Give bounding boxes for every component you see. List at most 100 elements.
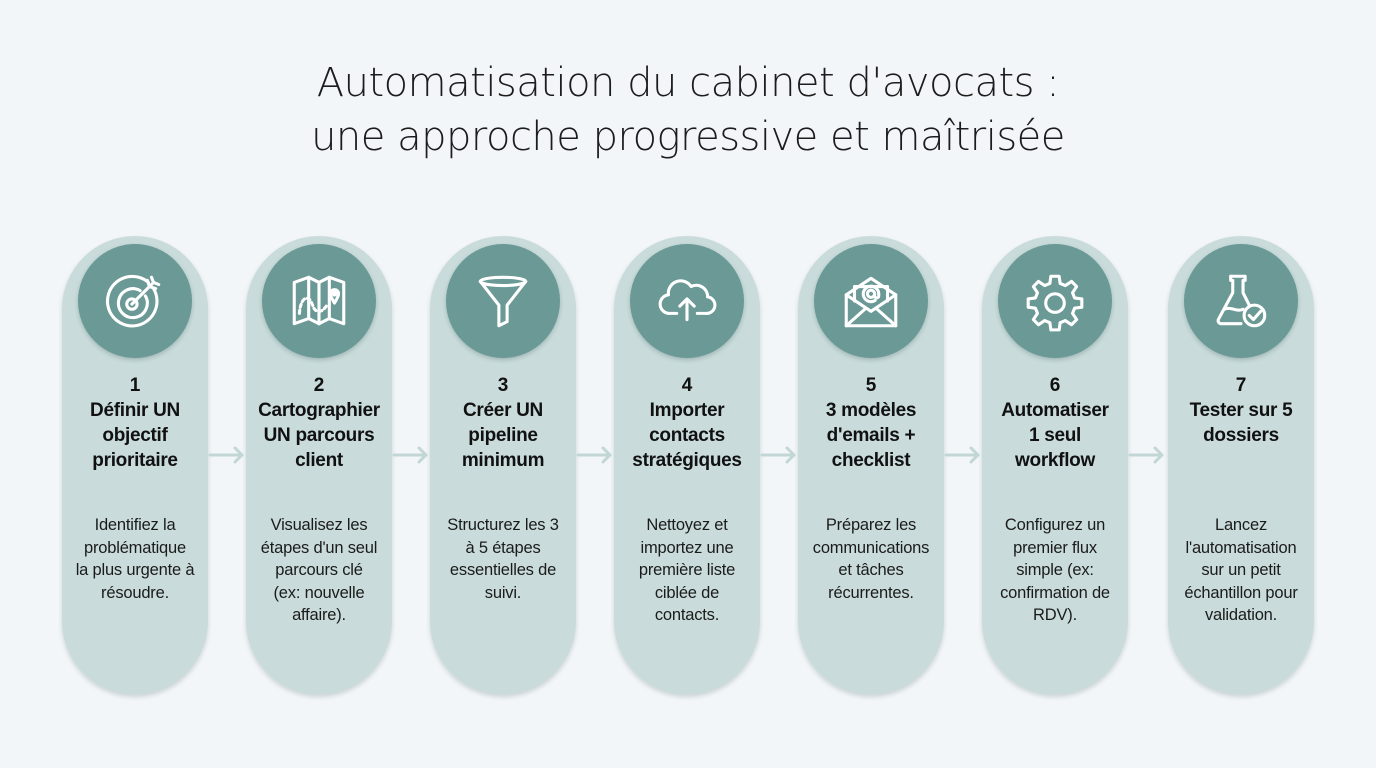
heading-line: Importer <box>649 400 725 421</box>
heading-line: stratégiques <box>632 450 742 471</box>
arrow-right-icon <box>392 446 428 464</box>
step-2-icon-circle <box>262 244 376 358</box>
step-5-description: Préparez les communications et tâches ré… <box>792 514 950 604</box>
step-7-heading: Tester sur 5 dossiers <box>1160 398 1322 448</box>
step-2-heading: Cartographier UN parcours client <box>238 398 400 473</box>
description-line: (ex: nouvelle <box>273 583 365 602</box>
description-line: suivi. <box>484 583 522 602</box>
arrow-6-7 <box>1128 445 1166 465</box>
heading-line: d'emails + <box>826 425 916 446</box>
step-4-number: 4 <box>681 375 693 396</box>
description-line: Préparez les <box>825 516 917 534</box>
arrow-1-2 <box>208 445 246 465</box>
description-line: Configurez un <box>1004 516 1106 534</box>
heading-line: Tester sur 5 <box>1189 400 1293 421</box>
target-icon <box>105 274 161 328</box>
arrow-3-4 <box>576 445 614 465</box>
arrow-5-6 <box>944 445 982 465</box>
arrow-right-icon <box>760 446 796 464</box>
description-line: et tâches <box>838 561 904 579</box>
step-card-4: 4 Importer contacts stratégiques Nettoye… <box>614 236 760 694</box>
arrow-4-5 <box>760 445 798 465</box>
map-icon <box>292 275 346 326</box>
step-1-number: 1 <box>129 375 141 396</box>
step-card-5: 5 3 modèles d'emails + checklist Prépare… <box>798 236 944 694</box>
step-2-description: Visualisez les étapes d'un seul parcours… <box>240 514 398 627</box>
funnel-icon <box>478 275 528 328</box>
description-line: simple (ex: <box>1016 561 1094 579</box>
step-3-heading: Créer UN pipeline minimum <box>422 398 584 473</box>
step-5-heading: 3 modèles d'emails + checklist <box>790 398 952 473</box>
description-line: importez une <box>640 538 734 557</box>
step-card-2: 2 Cartographier UN parcours client Visua… <box>246 236 392 694</box>
flask-check-icon <box>1216 274 1267 328</box>
step-1-description: Identifiez la problématique la plus urge… <box>56 514 214 604</box>
arrow-right-icon <box>208 446 244 464</box>
page-title: Automatisation du cabinet d'avocats : un… <box>0 56 1376 164</box>
description-line: ciblée de <box>654 583 720 602</box>
step-6-heading: Automatiser 1 seul workflow <box>974 398 1136 473</box>
step-card-1: 1 Définir UN objectif prioritaire Identi… <box>62 236 208 694</box>
arrow-right-icon <box>1128 446 1164 464</box>
step-7-number: 7 <box>1235 375 1247 396</box>
description-line: RDV). <box>1033 606 1077 624</box>
heading-line: client <box>295 450 343 471</box>
heading-line: pipeline <box>468 425 538 446</box>
description-line: à 5 étapes <box>465 538 541 557</box>
step-5-icon-circle <box>814 244 928 358</box>
heading-line: dossiers <box>1203 425 1279 446</box>
arrow-right-icon <box>944 446 980 464</box>
description-line: premier flux <box>1013 538 1097 557</box>
step-3-icon-circle <box>446 244 560 358</box>
description-line: contacts. <box>654 606 720 624</box>
description-line: affaire). <box>292 606 346 624</box>
description-line: problématique <box>84 538 186 557</box>
heading-line: checklist <box>831 450 911 471</box>
heading-line: contacts <box>649 425 725 446</box>
description-line: récurrentes. <box>828 583 914 602</box>
cloud-upload-icon <box>658 279 717 322</box>
description-line: la plus urgente à <box>75 561 195 579</box>
arrow-2-3 <box>392 445 430 465</box>
title-line-1: Automatisation du cabinet d'avocats : <box>316 60 1060 106</box>
step-6-description: Configurez un premier flux simple (ex: c… <box>976 514 1134 627</box>
step-7-description: Lancez l'automatisation sur un petit éch… <box>1162 514 1320 627</box>
step-4-description: Nettoyez et importez une première liste … <box>608 514 766 627</box>
step-3-number: 3 <box>497 375 509 396</box>
heading-line: Cartographier <box>258 400 380 421</box>
step-3-description: Structurez les 3 à 5 étapes essentielles… <box>424 514 582 604</box>
step-6-number: 6 <box>1049 375 1061 396</box>
description-line: essentielles de <box>449 561 557 579</box>
step-card-3: 3 Créer UN pipeline minimum Structurez l… <box>430 236 576 694</box>
heading-line: workflow <box>1015 450 1095 471</box>
step-card-7: 7 Tester sur 5 dossiers Lancez l'automat… <box>1168 236 1314 694</box>
step-6-icon-circle <box>998 244 1112 358</box>
description-line: Nettoyez et <box>646 516 728 534</box>
description-line: communications <box>812 538 930 557</box>
heading-line: Automatiser <box>1001 400 1109 421</box>
gear-icon <box>1026 274 1084 332</box>
step-7-icon-circle <box>1184 244 1298 358</box>
heading-line: prioritaire <box>92 450 178 471</box>
description-line: l'automatisation <box>1185 538 1297 557</box>
step-1-heading: Définir UN objectif prioritaire <box>54 398 216 473</box>
heading-line: objectif <box>102 425 168 446</box>
heading-line: minimum <box>461 450 545 471</box>
step-4-icon-circle <box>630 244 744 358</box>
description-line: échantillon pour <box>1184 583 1298 602</box>
step-card-6: 6 Automatiser 1 seul workflow Configurez… <box>982 236 1128 694</box>
description-line: validation. <box>1204 606 1278 624</box>
description-line: Visualisez les <box>270 516 368 534</box>
arrow-right-icon <box>576 446 612 464</box>
description-line: Identifiez la <box>94 516 176 534</box>
title-line-2: une approche progressive et maîtrisée <box>311 114 1065 160</box>
description-line: Structurez les 3 <box>447 516 559 534</box>
description-line: première liste <box>638 561 736 579</box>
description-line: sur un petit <box>1201 561 1281 579</box>
email-icon <box>844 276 898 328</box>
step-2-number: 2 <box>313 375 325 396</box>
step-4-heading: Importer contacts stratégiques <box>606 398 768 473</box>
description-line: confirmation de <box>1000 583 1110 602</box>
description-line: parcours clé <box>275 561 363 579</box>
